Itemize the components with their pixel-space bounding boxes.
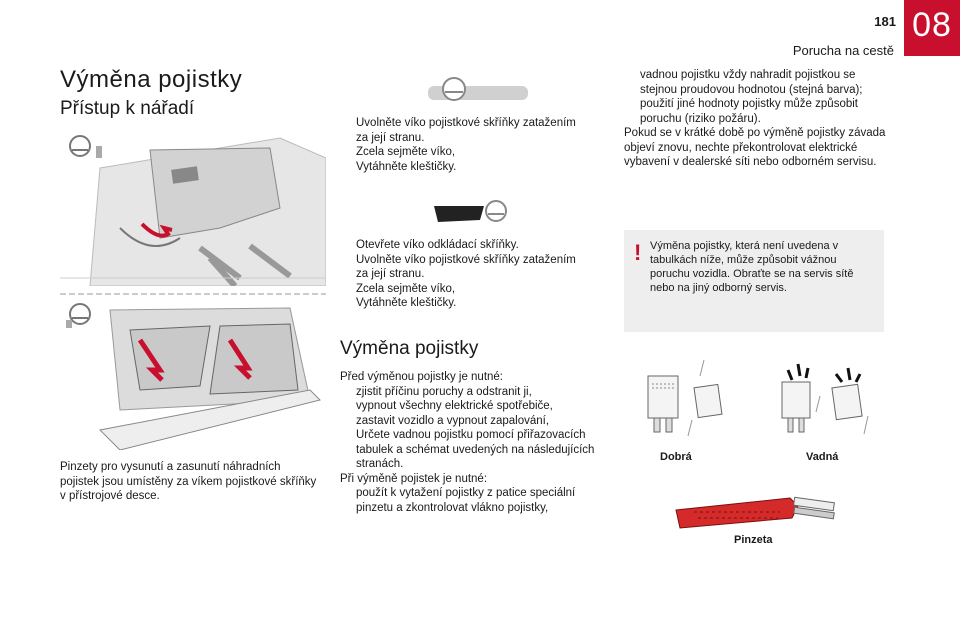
left-caption-line: Pinzety pro vysunutí a zasunutí náhradní… (60, 461, 281, 473)
list-item-text: použít k vytažení pojistky z patice spec… (356, 487, 576, 514)
list-item: zjistit příčinu poruchy a odstranit ji, (340, 385, 595, 400)
list-item-text: Vytáhněte kleštičky. (356, 160, 457, 173)
list-item-text: Určete vadnou pojistku pomocí přiřazovac… (356, 429, 595, 470)
dashboard-icon-2 (434, 200, 507, 222)
warning-text: Výměna pojistky, která není uvedena v ta… (650, 240, 854, 294)
dashboard-photo-top (60, 128, 326, 286)
during-intro: Při výměně pojistek je nutné: (340, 472, 488, 485)
chapter-number: 08 (912, 6, 952, 44)
tweezers-label: Pinzeta (734, 534, 773, 546)
list-item: vypnout všechny elektrické spotřebiče, (340, 399, 595, 414)
list-item: vadnou pojistku vždy nahradit pojistkou … (624, 68, 886, 126)
list-item-text: Zcela sejměte víko, (356, 282, 456, 295)
chapter-tab: 08 (904, 0, 960, 56)
instructions-1: Uvolněte víko pojistkové skříňky zatažen… (340, 116, 590, 174)
list-item-text: vadnou pojistku vždy nahradit pojistkou … (640, 69, 863, 125)
tweezers-illustration (675, 496, 835, 529)
left-caption-line: pojistek jsou umístěny za víkem pojistko… (60, 475, 317, 488)
steering-icon-1 (69, 135, 102, 158)
before-intro: Před výměnou pojistky je nutné: (340, 371, 504, 383)
list-item: Uvolněte víko pojistkové skříňky zatažen… (340, 116, 590, 145)
section-replace-heading: Výměna pojistky (340, 338, 479, 359)
fuse-good-label: Dobrá (660, 451, 692, 463)
page-title: Výměna pojistky (60, 66, 243, 93)
left-caption: Pinzety pro vysunutí a zasunutí náhradní… (60, 460, 330, 504)
chapter-title: Porucha na cestě (792, 43, 894, 58)
fuse-bad-label: Vadná (806, 451, 839, 463)
list-item-text: Otevřete víko odkládací skříňky. (356, 239, 519, 251)
fuse-bad-illustration (781, 363, 869, 435)
list-item-text: zjistit příčinu poruchy a odstranit ji, (356, 385, 532, 398)
list-item: Vytáhněte kleštičky. (340, 160, 590, 175)
list-item: Otevřete víko odkládací skříňky. (340, 238, 590, 253)
left-caption-line: v přístrojové desce. (60, 490, 160, 502)
fuse-good-illustration (647, 359, 723, 437)
steering-icon-2 (66, 303, 91, 328)
list-item-text: Uvolněte víko pojistkové skříňky zatažen… (356, 253, 576, 281)
list-item: Zcela sejměte víko, (340, 282, 590, 297)
list-item-text: zastavit vozidlo a vypnout zapalování, (356, 414, 550, 427)
list-item-text: Zcela sejměte víko, (356, 146, 456, 158)
list-item: zastavit vozidlo a vypnout zapalování, (340, 414, 595, 429)
instructions-2: Otevřete víko odkládací skříňky. Uvolnět… (340, 238, 590, 311)
before-replacement: Před výměnou pojistky je nutné: zjistit … (340, 370, 595, 515)
page-number: 181 (874, 14, 896, 29)
right-text: vadnou pojistku vždy nahradit pojistkou … (624, 68, 886, 126)
dashboard-photo-bottom (60, 290, 326, 450)
list-item: Uvolněte víko pojistkové skříňky zatažen… (340, 253, 590, 282)
list-item: Vytáhněte kleštičky. (340, 296, 590, 311)
dashboard-icon-1 (428, 77, 528, 101)
list-item-text: Uvolněte víko pojistkové skříňky zatažen… (356, 117, 576, 144)
list-item: Určete vadnou pojistku pomocí přiřazovac… (340, 428, 595, 472)
section-access-heading: Přístup k nářadí (60, 98, 195, 119)
list-item-text: Vytáhněte kleštičky. (356, 297, 457, 309)
list-item: použít k vytažení pojistky z patice spec… (340, 486, 595, 515)
warning-box: ! Výměna pojistky, která není uvedena v … (624, 230, 884, 332)
right-paragraph: Pokud se v krátké době po výměně pojistk… (624, 127, 886, 168)
warning-icon: ! (634, 240, 642, 265)
list-item-text: vypnout všechny elektrické spotřebiče, (356, 400, 553, 412)
list-item: Zcela sejměte víko, (340, 145, 590, 160)
